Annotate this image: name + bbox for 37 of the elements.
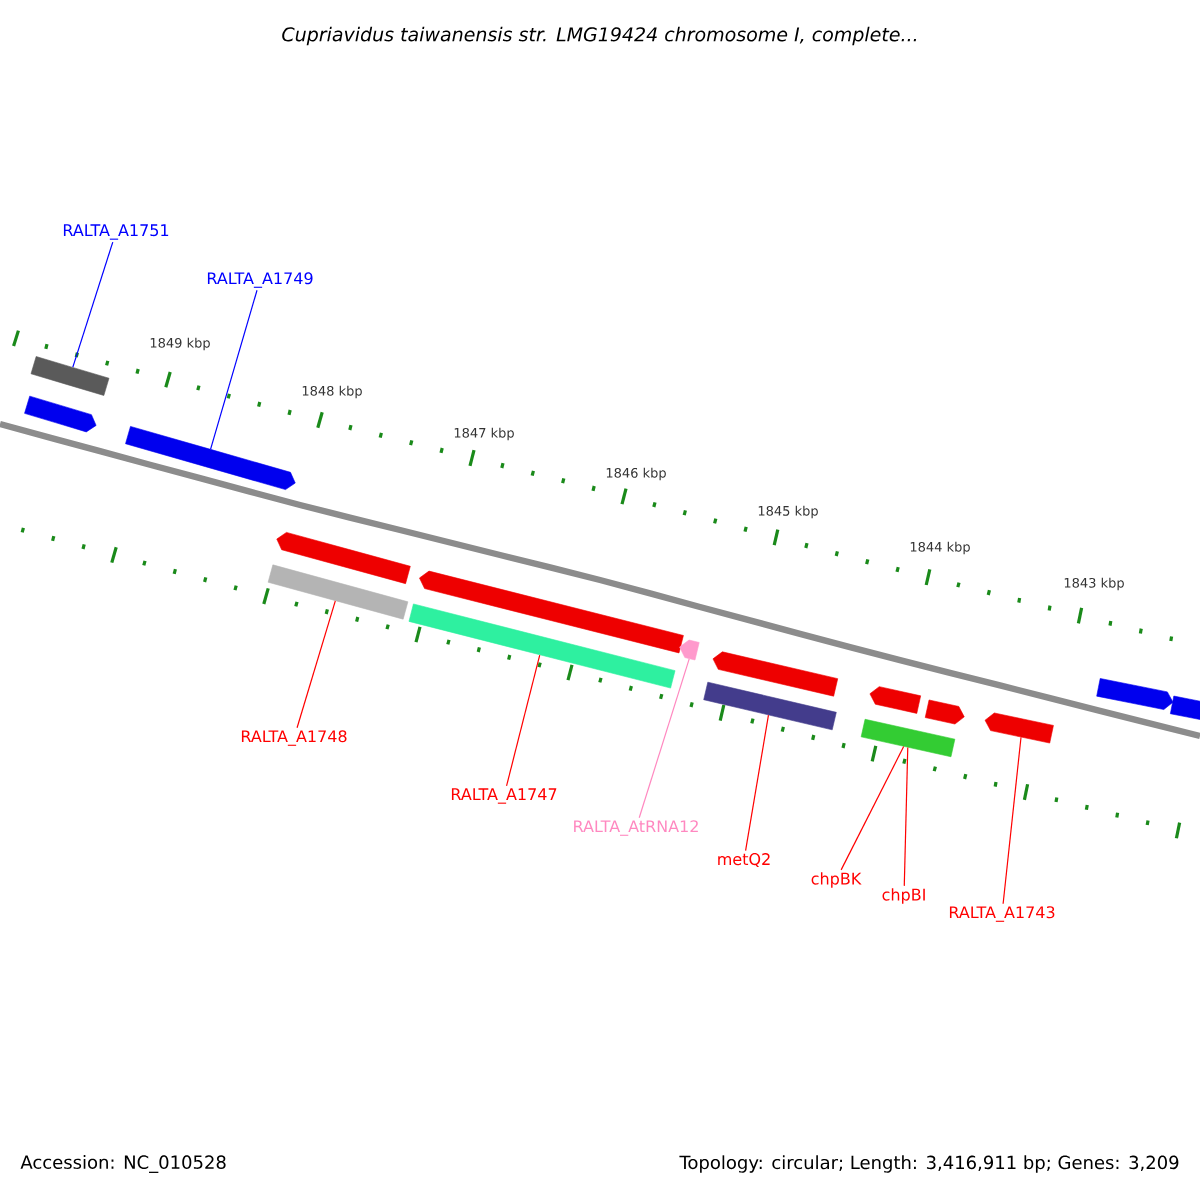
gene-feature [408, 603, 676, 689]
gene-feature [924, 699, 965, 725]
gene-feature [679, 639, 700, 661]
leader-line [210, 289, 258, 450]
leader-line [638, 658, 690, 819]
title: Cupriavidus taiwanensis str. LMG19424 chromosome I, complete... [282, 26, 917, 46]
gene-feature [267, 564, 409, 620]
footer-text: Topology: circular; Length: 3,416,911 bp; Genes: 3,209 [679, 1155, 1179, 1173]
gene-feature [1096, 678, 1174, 710]
gene-label: chpBI [882, 888, 925, 904]
leader-line [1002, 736, 1022, 905]
gene-label: metQ2 [718, 853, 770, 867]
gene-feature [419, 570, 684, 654]
gene-label: RALTA_A1751 [63, 224, 169, 240]
leader-line [745, 714, 770, 852]
gene-label: RALTA_AtRNA12 [574, 820, 698, 836]
gene-label: RALTA_A1749 [207, 272, 313, 288]
gene-feature [30, 356, 110, 396]
gene-feature [276, 532, 411, 584]
gene-feature [1170, 695, 1200, 721]
gene-label: RALTA_A1743 [949, 906, 1055, 922]
gene-feature [24, 395, 97, 433]
leader-line [296, 600, 336, 729]
leader-line [840, 746, 905, 871]
gene-label: RALTA_A1747 [451, 788, 557, 804]
gene-feature [984, 712, 1054, 744]
leader-line [903, 746, 909, 887]
gene-feature [712, 651, 839, 697]
gene-feature [869, 686, 921, 714]
gene-feature [125, 426, 296, 490]
leader-line [72, 241, 114, 368]
gene-label: chpBK [811, 872, 862, 888]
leader-line [505, 654, 541, 787]
gene-label: RALTA_A1748 [241, 730, 347, 746]
gene-feature [703, 681, 837, 731]
gene-feature [860, 718, 956, 758]
footer-text: Accession: NC_010528 [20, 1155, 226, 1173]
